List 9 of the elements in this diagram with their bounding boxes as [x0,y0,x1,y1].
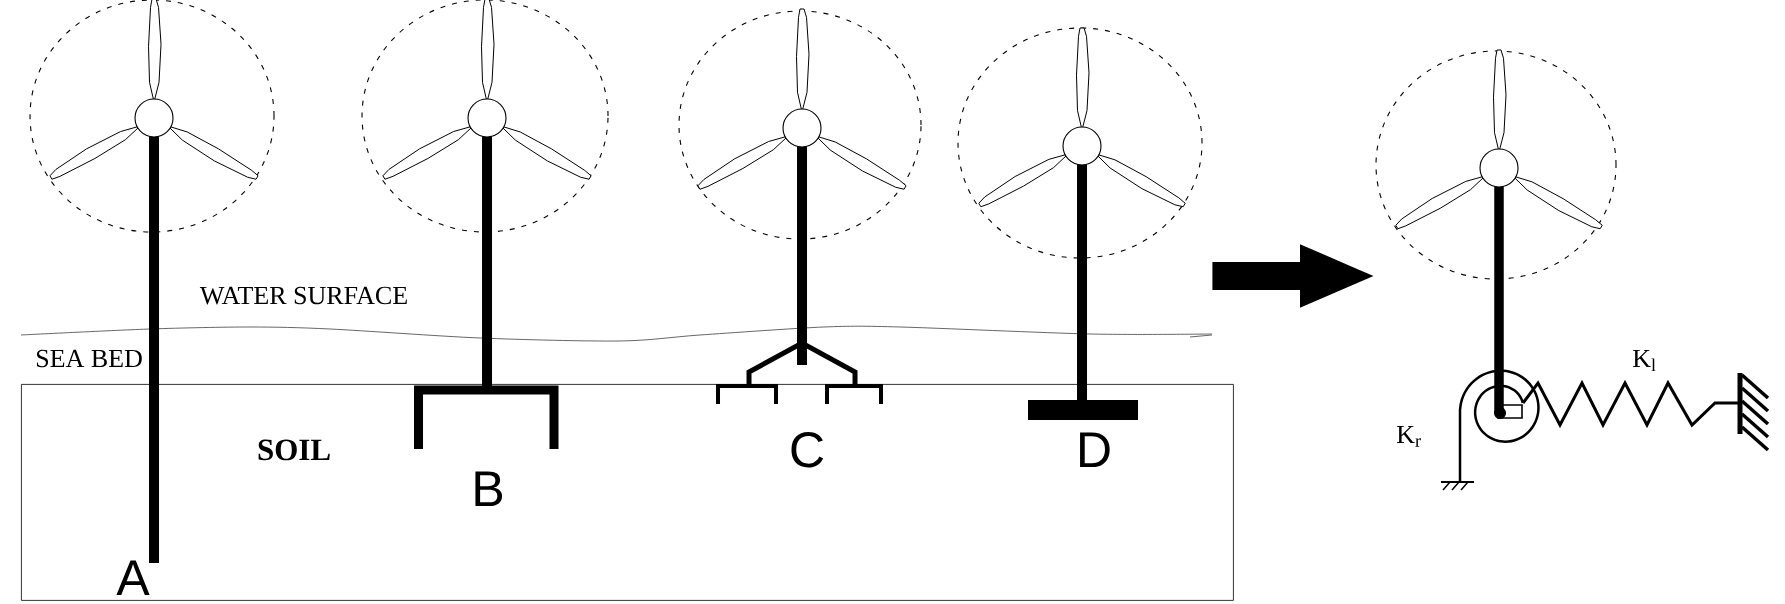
letter-label: A [116,560,150,595]
letter-label: D [1080,432,1110,467]
text-label: WATER SURFACE [199,286,407,305]
spring-label: K$_{l}$ [1632,349,1656,372]
letter-label: C [791,432,824,468]
spring-label: K$_{r}$ [1396,425,1421,447]
letter-label: B [475,471,503,506]
text-label: SEA BED [36,349,142,368]
spring-model-drawing [1375,49,1770,491]
